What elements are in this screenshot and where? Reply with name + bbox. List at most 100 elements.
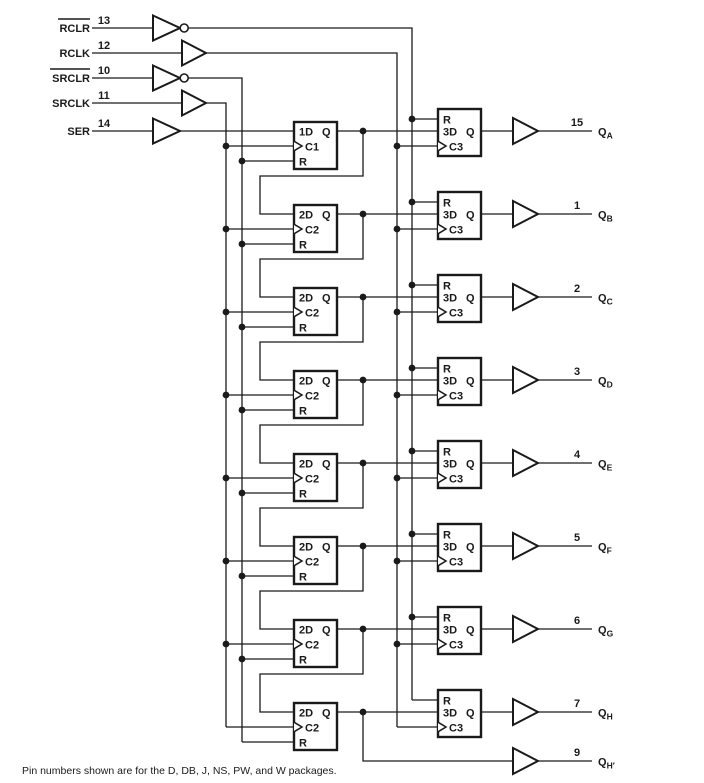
output-q-main: Q (598, 757, 607, 769)
storage-q-label: Q (466, 708, 475, 720)
buffer-icon (152, 116, 183, 146)
shift-c-label: C2 (305, 225, 319, 237)
output-buffer-icon (512, 531, 541, 561)
output-q-main: Q (598, 708, 607, 720)
storage-c-label: C3 (449, 557, 463, 569)
shift-q-label: Q (322, 708, 331, 720)
output-q-subscript: E (607, 463, 613, 473)
storage-c-label: C3 (449, 308, 463, 320)
storage-d-label: 3D (443, 625, 457, 637)
storage-d-label: 3D (443, 293, 457, 305)
storage-clock-tap-dot (393, 142, 401, 150)
storage-q-label: Q (466, 293, 475, 305)
storage-d-label: 3D (443, 127, 457, 139)
shift-c-label: C1 (305, 142, 319, 154)
staircase-wire (259, 380, 364, 464)
output-pin-label: 2 (574, 283, 580, 295)
shift-reset-tap-dot (238, 572, 246, 580)
storage-r-label: R (443, 696, 451, 708)
shift-reset-tap-dot (238, 323, 246, 331)
storage-q-label: Q (466, 210, 475, 222)
input-label: SER (67, 126, 90, 138)
storage-d-label: 3D (443, 459, 457, 471)
storage-flipflop-box (436, 439, 483, 490)
buffer-icon (181, 88, 209, 118)
staircase-wire (259, 131, 364, 215)
output-buffer-icon (512, 365, 541, 395)
staircase-wire (259, 629, 364, 713)
shift-r-label: R (299, 738, 307, 750)
input-pin-label: 10 (98, 65, 110, 77)
shift-d-label: 2D (299, 376, 313, 388)
stage-row: 2D Q C2 R R 3D Q C3 2 QC (222, 214, 613, 337)
output-buffer-icon (512, 697, 541, 727)
output-q-main: Q (598, 376, 607, 388)
rclr-bus-wire (188, 27, 413, 700)
output-pin-label: 1 (574, 200, 580, 212)
storage-r-label: R (443, 198, 451, 210)
storage-reset-tap-dot (408, 530, 416, 538)
output-pin-label: 4 (574, 449, 581, 461)
stage-row: 2D Q C2 R R 3D Q C3 1 QB (222, 131, 613, 254)
output-q-subscript: H (607, 712, 613, 722)
input-label: RCLK (59, 48, 90, 60)
storage-clock-chevron-icon (437, 472, 448, 484)
storage-r-label: R (443, 447, 451, 459)
storage-flipflop-box (436, 190, 483, 241)
storage-d-label: 3D (443, 708, 457, 720)
output-q-main: Q (598, 210, 607, 222)
storage-reset-tap-dot (408, 364, 416, 372)
shift-q-label: Q (322, 293, 331, 305)
storage-clock-tap-dot (393, 225, 401, 233)
storage-r-label: R (443, 530, 451, 542)
storage-clock-chevron-icon (437, 721, 448, 733)
shift-reset-tap-dot (238, 406, 246, 414)
output-q-subscript: G (607, 629, 614, 639)
inverter-bubble-icon (179, 23, 189, 33)
input-label: RCLR (59, 23, 90, 35)
shift-d-label: 2D (299, 293, 313, 305)
stage-row: 2D Q C2 R R 3D Q C3 4 QE (222, 380, 613, 503)
shift-r-label: R (299, 489, 307, 501)
inverter-bubble-icon (179, 73, 189, 83)
shift-c-label: C2 (305, 640, 319, 652)
input-rclk: RCLK 12 (59, 38, 398, 727)
storage-r-label: R (443, 281, 451, 293)
shift-r-label: R (299, 157, 307, 169)
storage-d-label: 3D (443, 542, 457, 554)
shift-clock-chevron-icon (293, 306, 304, 318)
output-q-label: QA (598, 127, 613, 141)
shift-clock-chevron-icon (293, 638, 304, 650)
output-buffer-icon (512, 614, 541, 644)
input-pin-label: 12 (98, 40, 110, 52)
shift-c-label: C2 (305, 723, 319, 735)
shift-d-label: 1D (299, 127, 313, 139)
shift-clock-tap-dot (222, 391, 230, 399)
shift-clock-chevron-icon (293, 389, 304, 401)
shift-clock-chevron-icon (293, 472, 304, 484)
input-label: SRCLK (52, 98, 90, 110)
storage-clock-tap-dot (393, 308, 401, 316)
shift-q-label: Q (322, 210, 331, 222)
storage-q-label: Q (466, 459, 475, 471)
output-q-main: Q (598, 293, 607, 305)
output-q-subscript: D (607, 380, 613, 390)
shift-clock-tap-dot (222, 557, 230, 565)
storage-q-label: Q (466, 625, 475, 637)
shift-d-label: 2D (299, 708, 313, 720)
output-q-subscript: C (607, 297, 613, 307)
shift-c-label: C2 (305, 474, 319, 486)
output-q-label: QH′ (598, 757, 615, 771)
output-q-main: Q (598, 542, 607, 554)
shift-clock-tap-dot (222, 640, 230, 648)
output-pin-label: 15 (571, 117, 583, 129)
stages-layer: 1D Q C1 R R 3D Q C3 15 QA (222, 107, 614, 752)
output-q-label: QC (598, 293, 613, 307)
shift-clock-chevron-icon (293, 140, 304, 152)
shift-clock-chevron-icon (293, 721, 304, 733)
shift-c-label: C2 (305, 308, 319, 320)
shift-q-label: Q (322, 542, 331, 554)
shift-c-label: C2 (305, 557, 319, 569)
output-pin-label: 5 (574, 532, 580, 544)
